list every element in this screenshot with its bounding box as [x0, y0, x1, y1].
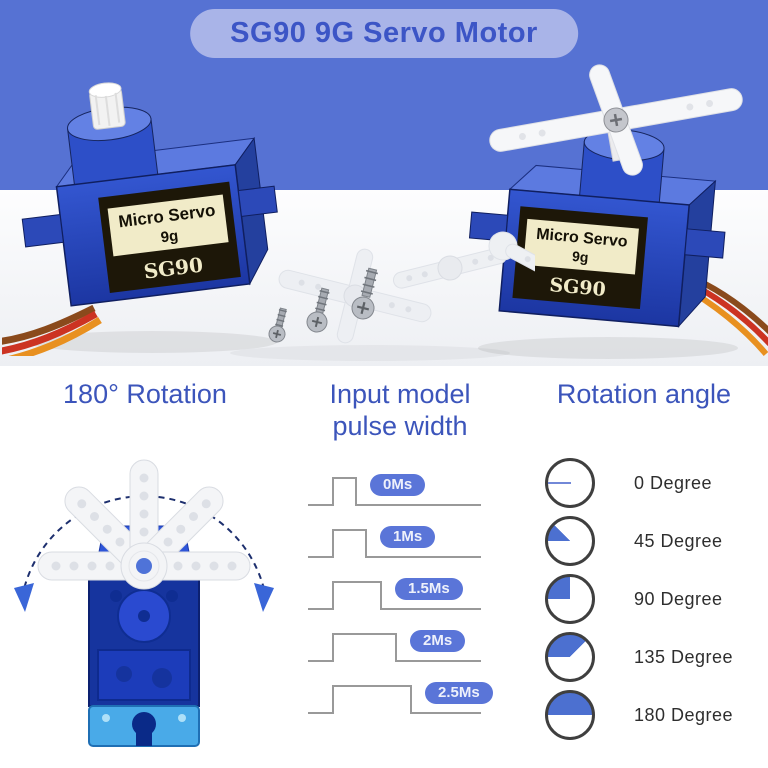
mount-tab-left [21, 213, 64, 248]
pulse-section-title: Input model pulse width [295, 378, 505, 443]
rotation-arc [14, 495, 274, 612]
arrow-right [254, 583, 274, 612]
pie-180-degree [545, 690, 595, 740]
angle-row-180: 180 Degree [545, 686, 768, 744]
pie-45-degree [545, 516, 595, 566]
mount-bracket [88, 705, 200, 747]
angle-row-45: 45 Degree [545, 512, 768, 570]
pulse-label-0ms: 0Ms [370, 474, 426, 496]
servo-label: Micro Servo 9g SG90 [512, 206, 648, 310]
mount-tab-right [237, 185, 278, 217]
angle-section-title: Rotation angle [556, 379, 732, 409]
pulse-label-1ms: 1Ms [380, 526, 436, 548]
shadow [27, 331, 277, 353]
angle-legend: 0 Degree 45 Degree 90 Degree 135 Degree … [545, 454, 768, 744]
angle-row-90: 90 Degree [545, 570, 768, 628]
shadow [478, 337, 738, 359]
pulse-title-line2: pulse width [332, 411, 468, 442]
product-title: SG90 9G Servo Motor [190, 9, 578, 58]
pie-135-degree [545, 632, 595, 682]
angle-label: 135 Degree [634, 646, 734, 667]
horn-fan [37, 459, 251, 590]
single-arm-horn [488, 231, 535, 282]
pulse-waveforms [308, 477, 481, 714]
label-weight: 9g [160, 227, 179, 246]
servo-label: Micro Servo 9g SG90 [98, 181, 241, 294]
angle-label: 90 Degree [634, 588, 723, 609]
screw-large [351, 267, 378, 320]
waveform-0ms [308, 477, 481, 506]
arrow-left [14, 583, 34, 612]
screw-small [268, 307, 287, 343]
zero-degree-pointer [548, 482, 571, 484]
pulse-diagram-column: 0Ms 1Ms 1.5Ms 2Ms 2.5Ms [308, 452, 523, 744]
wire-bundle [2, 304, 102, 356]
cross-horn [278, 248, 432, 344]
waveform-1ms [308, 529, 481, 558]
pulse-label-2ms: 2Ms [410, 630, 466, 652]
angle-label: 180 Degree [634, 704, 734, 725]
screw-medium [306, 287, 330, 333]
accessories-photo [230, 231, 535, 361]
waveform-1-5ms [308, 581, 481, 610]
angle-row-0: 0 Degree [545, 454, 768, 512]
pie-90-degree [545, 574, 595, 624]
double-arm-horn [392, 247, 508, 289]
angle-label: 0 Degree [634, 472, 713, 493]
waveform-2ms [308, 633, 481, 662]
pulse-label-1-5ms: 1.5Ms [395, 578, 463, 600]
propeller-horn [489, 64, 743, 176]
waveform-2-5ms [308, 685, 481, 714]
pulse-label-2-5ms: 2.5Ms [425, 682, 493, 704]
pulse-title-line1: Input model [329, 379, 471, 409]
label-weight: 9g [571, 248, 589, 265]
mount-tab-right [684, 228, 726, 259]
angle-label: 45 Degree [634, 530, 723, 551]
screws [268, 267, 378, 343]
rotation-section-title: 180° Rotation [63, 379, 227, 409]
label-model: SG90 [549, 274, 607, 301]
pie-0-degree [545, 458, 595, 508]
servo-body: Micro Servo 9g SG90 [21, 82, 278, 307]
angle-row-135: 135 Degree [545, 628, 768, 686]
rotation-diagram [14, 459, 274, 747]
left-servo-photo: Micro Servo 9g SG90 [2, 82, 278, 356]
white-output-shaft [88, 82, 126, 130]
